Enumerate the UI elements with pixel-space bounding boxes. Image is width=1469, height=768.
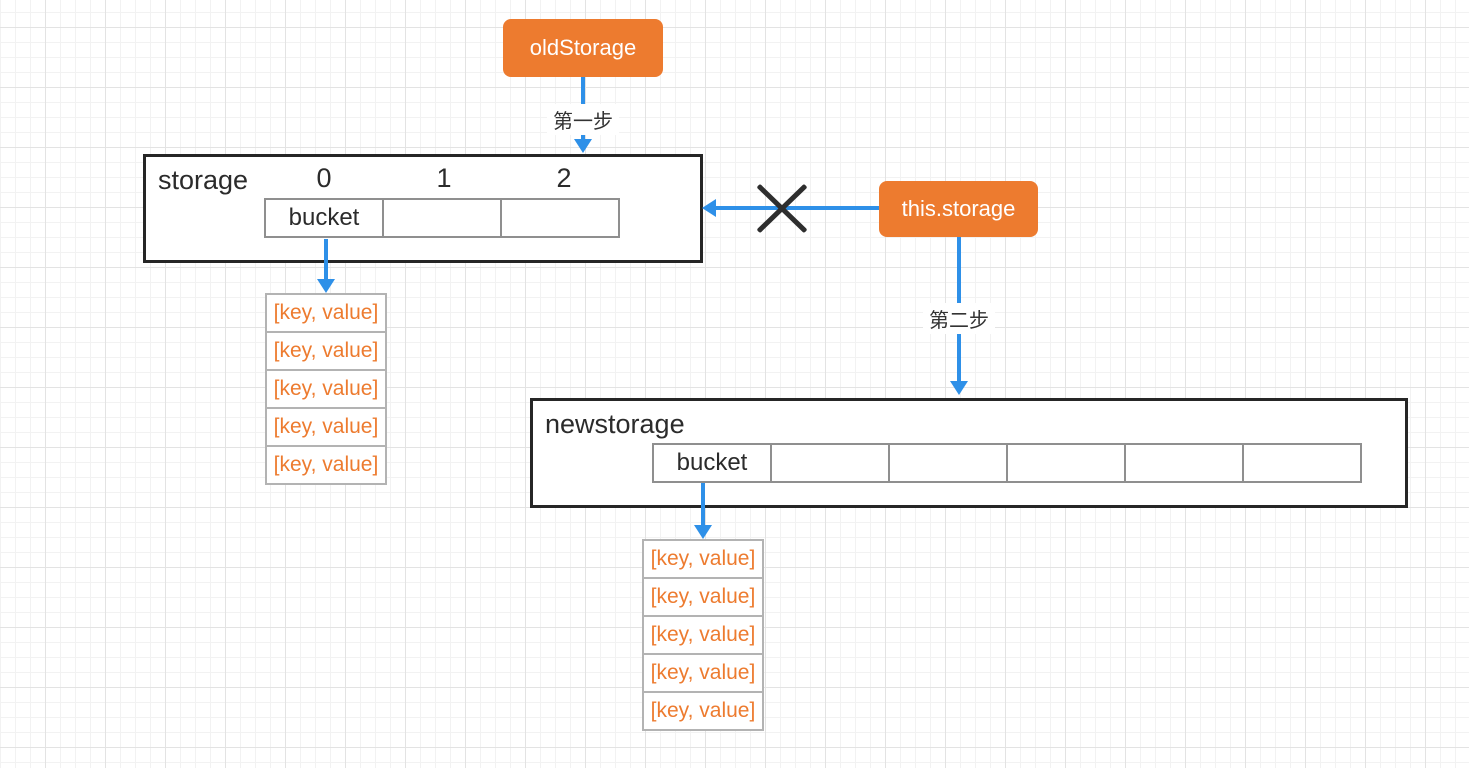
- storage-cell-empty-2[interactable]: [500, 198, 620, 238]
- newstorage-cell-empty-3[interactable]: [1006, 443, 1126, 483]
- left-bucket-list[interactable]: [key, value] [key, value] [key, value] […: [265, 293, 387, 485]
- storage-box-title: storage: [158, 165, 249, 195]
- storage-cell-row: bucket: [264, 198, 620, 238]
- right-bucket-entry[interactable]: [key, value]: [642, 577, 764, 617]
- left-bucket-entry[interactable]: [key, value]: [265, 331, 387, 371]
- step1-label: 第一步: [547, 104, 619, 135]
- storage-cell-empty-1[interactable]: [382, 198, 502, 238]
- newstorage-cell-empty-2[interactable]: [888, 443, 1008, 483]
- newstorage-cell-empty-1[interactable]: [770, 443, 890, 483]
- connector-bucket-left-line: [324, 239, 328, 281]
- storage-box[interactable]: storage 0 1 2 bucket: [143, 154, 703, 263]
- step2-label: 第二步: [923, 303, 995, 334]
- cross-x-icon: [756, 183, 808, 234]
- storage-cell-bucket[interactable]: bucket: [264, 198, 384, 238]
- newstorage-cell-bucket[interactable]: bucket: [652, 443, 772, 483]
- arrowhead-left-icon: [702, 199, 716, 217]
- storage-index-0: 0: [316, 163, 332, 193]
- newstorage-cell-row: bucket: [652, 443, 1362, 483]
- right-bucket-entry[interactable]: [key, value]: [642, 615, 764, 655]
- newstorage-cell-empty-4[interactable]: [1124, 443, 1244, 483]
- right-bucket-list[interactable]: [key, value] [key, value] [key, value] […: [642, 539, 764, 731]
- arrowhead-down-icon: [317, 279, 335, 293]
- newstorage-box-title: newstorage: [545, 409, 685, 439]
- node-old-storage-label: oldStorage: [529, 35, 637, 60]
- right-bucket-entry[interactable]: [key, value]: [642, 653, 764, 693]
- left-bucket-entry[interactable]: [key, value]: [265, 407, 387, 447]
- arrowhead-down-icon: [950, 381, 968, 395]
- newstorage-cell-empty-5[interactable]: [1242, 443, 1362, 483]
- right-bucket-entry[interactable]: [key, value]: [642, 691, 764, 731]
- node-this-storage-label: this.storage: [901, 196, 1016, 221]
- storage-index-2: 2: [556, 163, 572, 193]
- node-old-storage[interactable]: oldStorage: [503, 19, 663, 77]
- newstorage-box[interactable]: newstorage bucket: [530, 398, 1408, 508]
- arrowhead-down-icon: [694, 525, 712, 539]
- node-this-storage[interactable]: this.storage: [879, 181, 1038, 237]
- left-bucket-entry[interactable]: [key, value]: [265, 369, 387, 409]
- connector-bucket-bottom-line: [701, 483, 705, 527]
- arrowhead-down-icon: [574, 139, 592, 153]
- left-bucket-entry[interactable]: [key, value]: [265, 293, 387, 333]
- connector-thisstorage-line: [716, 206, 880, 210]
- right-bucket-entry[interactable]: [key, value]: [642, 539, 764, 579]
- left-bucket-entry[interactable]: [key, value]: [265, 445, 387, 485]
- storage-index-1: 1: [436, 163, 452, 193]
